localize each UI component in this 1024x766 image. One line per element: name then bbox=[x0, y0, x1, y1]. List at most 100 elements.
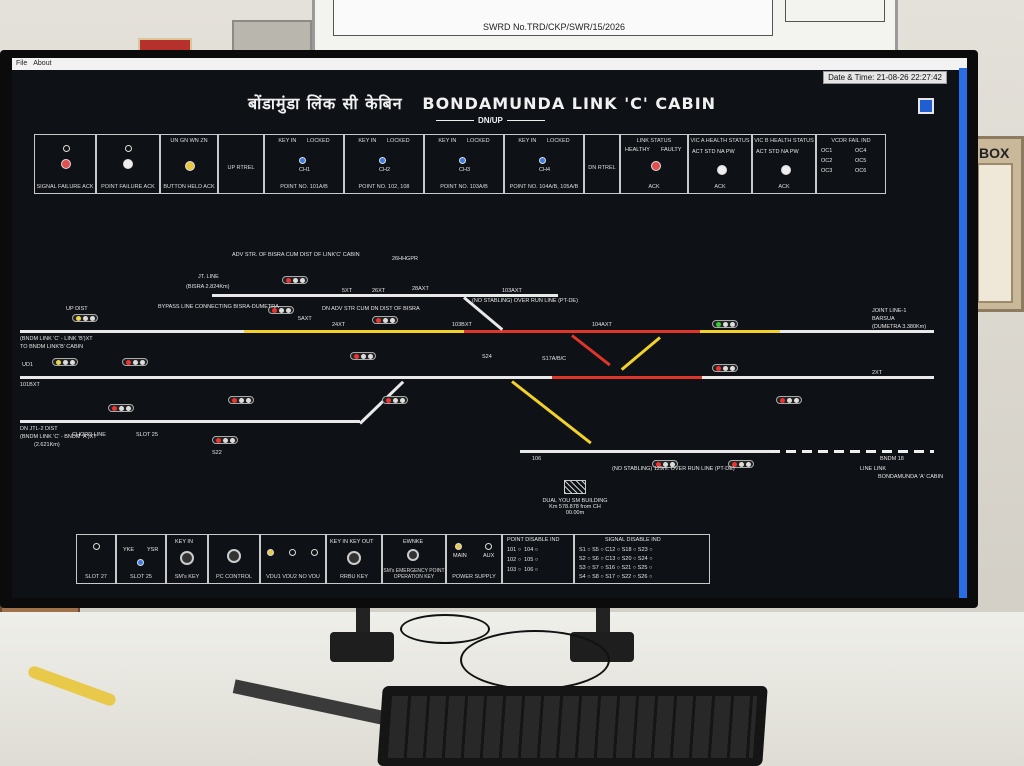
monitor-foot-left bbox=[330, 632, 394, 662]
menu-file[interactable]: File bbox=[16, 60, 28, 67]
key-switch-icon[interactable] bbox=[347, 551, 361, 565]
ack-button-icon[interactable] bbox=[185, 161, 195, 171]
track-main-dn-mid[interactable] bbox=[400, 376, 552, 379]
datetime-display: Date & Time: 21-08-26 22:27:42 bbox=[823, 71, 947, 84]
signal-dd1[interactable] bbox=[52, 358, 78, 366]
panel-label: ACK bbox=[714, 184, 726, 190]
track-label: LINE LINK bbox=[860, 466, 886, 472]
signal-failure-ack-panel[interactable]: SIGNAL FAILURE ACK bbox=[34, 134, 96, 194]
ack-button-icon[interactable] bbox=[781, 165, 791, 175]
ack-button-icon[interactable] bbox=[61, 159, 71, 169]
track-jt-line[interactable] bbox=[212, 294, 558, 297]
point-disable-panel: POINT DISABLE IND 101 ○ 104 ○ 102 ○ 105 … bbox=[502, 534, 574, 584]
signal-s3ef[interactable] bbox=[268, 306, 294, 314]
point-104-panel[interactable]: KEY IN LOCKED CH4 POINT NO. 104A/B, 105A… bbox=[504, 134, 584, 194]
panel-label: ACK bbox=[648, 184, 660, 190]
point-102-panel[interactable]: KEY IN LOCKED CH2 POINT NO. 102, 108 bbox=[344, 134, 424, 194]
panel-label: POINT FAILURE ACK bbox=[101, 184, 155, 190]
panel-label: POINT NO. 102, 108 bbox=[358, 184, 410, 190]
track-label: 104AXT bbox=[592, 322, 612, 328]
point-disable-row: 101 ○ 104 ○ bbox=[507, 547, 539, 553]
vcdr-fail-panel: VCDR FAIL IND OC1 OC2 OC3 OC4 OC5 OC6 bbox=[816, 134, 886, 194]
track-main-dn[interactable] bbox=[20, 376, 400, 379]
window-control-button[interactable] bbox=[918, 98, 934, 114]
wall-board-diagram bbox=[333, 0, 773, 36]
track-label: UD1 bbox=[22, 362, 34, 368]
keyboard[interactable] bbox=[377, 686, 768, 766]
point-103-panel[interactable]: KEY IN LOCKED CH3 POINT NO. 103A/B bbox=[424, 134, 504, 194]
key-switch-icon[interactable] bbox=[407, 549, 419, 561]
sm-key-panel[interactable]: KEY IN SM's KEY bbox=[166, 534, 208, 584]
button-held-ack-panel[interactable]: UN GN WN ZN BUTTON HELD ACK bbox=[160, 134, 218, 194]
track-label: S24 bbox=[482, 354, 492, 360]
track-label: DN JTL-2 DIST bbox=[20, 426, 58, 432]
signal-s8[interactable] bbox=[652, 460, 678, 468]
signal-s24[interactable] bbox=[350, 352, 376, 360]
track-occupied[interactable] bbox=[552, 376, 702, 379]
point-failure-ack-panel[interactable]: POINT FAILURE ACK bbox=[96, 134, 160, 194]
power-supply-panel: MAIN AUX POWER SUPPLY bbox=[446, 534, 502, 584]
signal-s22[interactable] bbox=[212, 436, 238, 444]
signal-s1[interactable] bbox=[122, 358, 148, 366]
pc-control-panel[interactable]: PC CONTROL bbox=[208, 534, 260, 584]
track-to-bondamunda-a[interactable] bbox=[770, 450, 934, 453]
signal-s35[interactable] bbox=[372, 316, 398, 324]
crossover-105[interactable] bbox=[620, 336, 661, 371]
signal-disable-row: S4 ○ S8 ○ S17 ○ S22 ○ S26 ○ bbox=[579, 574, 653, 580]
indicator-lamp bbox=[93, 543, 100, 550]
signal-up-dist[interactable] bbox=[72, 314, 98, 322]
track-label: (2.621Km) bbox=[34, 442, 60, 448]
track-route-set[interactable] bbox=[700, 330, 780, 333]
dn-rtrel-panel[interactable]: DN RTREL bbox=[584, 134, 620, 194]
side-scrollbar[interactable] bbox=[959, 68, 967, 598]
signal-bndm18[interactable] bbox=[728, 460, 754, 468]
track-main-up[interactable] bbox=[20, 330, 244, 333]
crossover-102[interactable] bbox=[511, 380, 592, 445]
track-chord-line[interactable] bbox=[20, 420, 360, 423]
control-knob-icon[interactable] bbox=[227, 549, 241, 563]
ack-button-icon[interactable] bbox=[717, 165, 727, 175]
panel-label: SLOT 25 bbox=[130, 574, 152, 580]
track-label: 101BXT bbox=[20, 382, 40, 388]
building-notice: DUAL YOU SM BUILDING Km 578.878 from CH … bbox=[542, 498, 608, 516]
track-main-dn-east[interactable] bbox=[702, 376, 934, 379]
signal-s20[interactable] bbox=[228, 396, 254, 404]
ack-button-icon[interactable] bbox=[651, 161, 661, 171]
healthy-label: HEALTHY bbox=[625, 147, 650, 153]
oc6-label: OC6 bbox=[855, 168, 867, 174]
panel-label: SIGNAL FAILURE ACK bbox=[36, 184, 94, 190]
keyboard-keys[interactable] bbox=[387, 696, 758, 758]
track-label: (NO STABLING) OVER RUN LINE (PT-DE) bbox=[472, 298, 578, 304]
signal-s38[interactable] bbox=[282, 276, 308, 284]
signal-s21[interactable] bbox=[712, 364, 738, 372]
track-occupied[interactable] bbox=[464, 330, 700, 333]
menu-bar: File About bbox=[12, 58, 967, 70]
signal-s2ef[interactable] bbox=[776, 396, 802, 404]
emergency-key-panel[interactable]: EWNKE SM's EMERGENCY POINT OPERATION KEY bbox=[382, 534, 446, 584]
slot27-panel[interactable]: SLOT 27 bbox=[76, 534, 116, 584]
track-label: ADV STR. OF BISRA CUM DIST OF LINK'C' CA… bbox=[232, 252, 360, 258]
signal-s23[interactable] bbox=[712, 320, 738, 328]
panel-label: PC CONTROL bbox=[215, 574, 253, 580]
signal-s18[interactable] bbox=[382, 396, 408, 404]
channel-lamp bbox=[299, 157, 306, 164]
menu-about[interactable]: About bbox=[33, 60, 52, 67]
key-switch-icon[interactable] bbox=[180, 551, 194, 565]
track-label: 103BXT bbox=[452, 322, 472, 328]
track-route-set[interactable] bbox=[244, 330, 464, 333]
track-label: TO BNDM LINK'B' CABIN bbox=[20, 344, 84, 350]
panel-top-labels: KEY IN LOCKED bbox=[278, 138, 330, 144]
ack-button-icon[interactable] bbox=[123, 159, 133, 169]
rrbu-key-panel[interactable]: KEY IN KEY OUT RRBU KEY bbox=[326, 534, 382, 584]
track-link-line[interactable] bbox=[520, 450, 770, 453]
track-main-up-east[interactable] bbox=[780, 330, 934, 333]
main-label: MAIN bbox=[453, 553, 467, 559]
crossover-104[interactable] bbox=[571, 334, 611, 367]
up-rtrel-panel[interactable]: UP RTREL bbox=[218, 134, 264, 194]
slot25-panel[interactable]: YKE YSR SLOT 25 bbox=[116, 534, 166, 584]
monitor: File About Date & Time: 21-08-26 22:27:4… bbox=[0, 50, 978, 608]
point-101-panel[interactable]: KEY IN LOCKED CH1 POINT NO. 101A/B bbox=[264, 134, 344, 194]
track-label: (BNDM LINK 'C' - BNDM 'A')XT bbox=[20, 434, 97, 440]
signal-s7[interactable] bbox=[108, 404, 134, 412]
panel-top-labels: KEY IN LOCKED bbox=[518, 138, 570, 144]
